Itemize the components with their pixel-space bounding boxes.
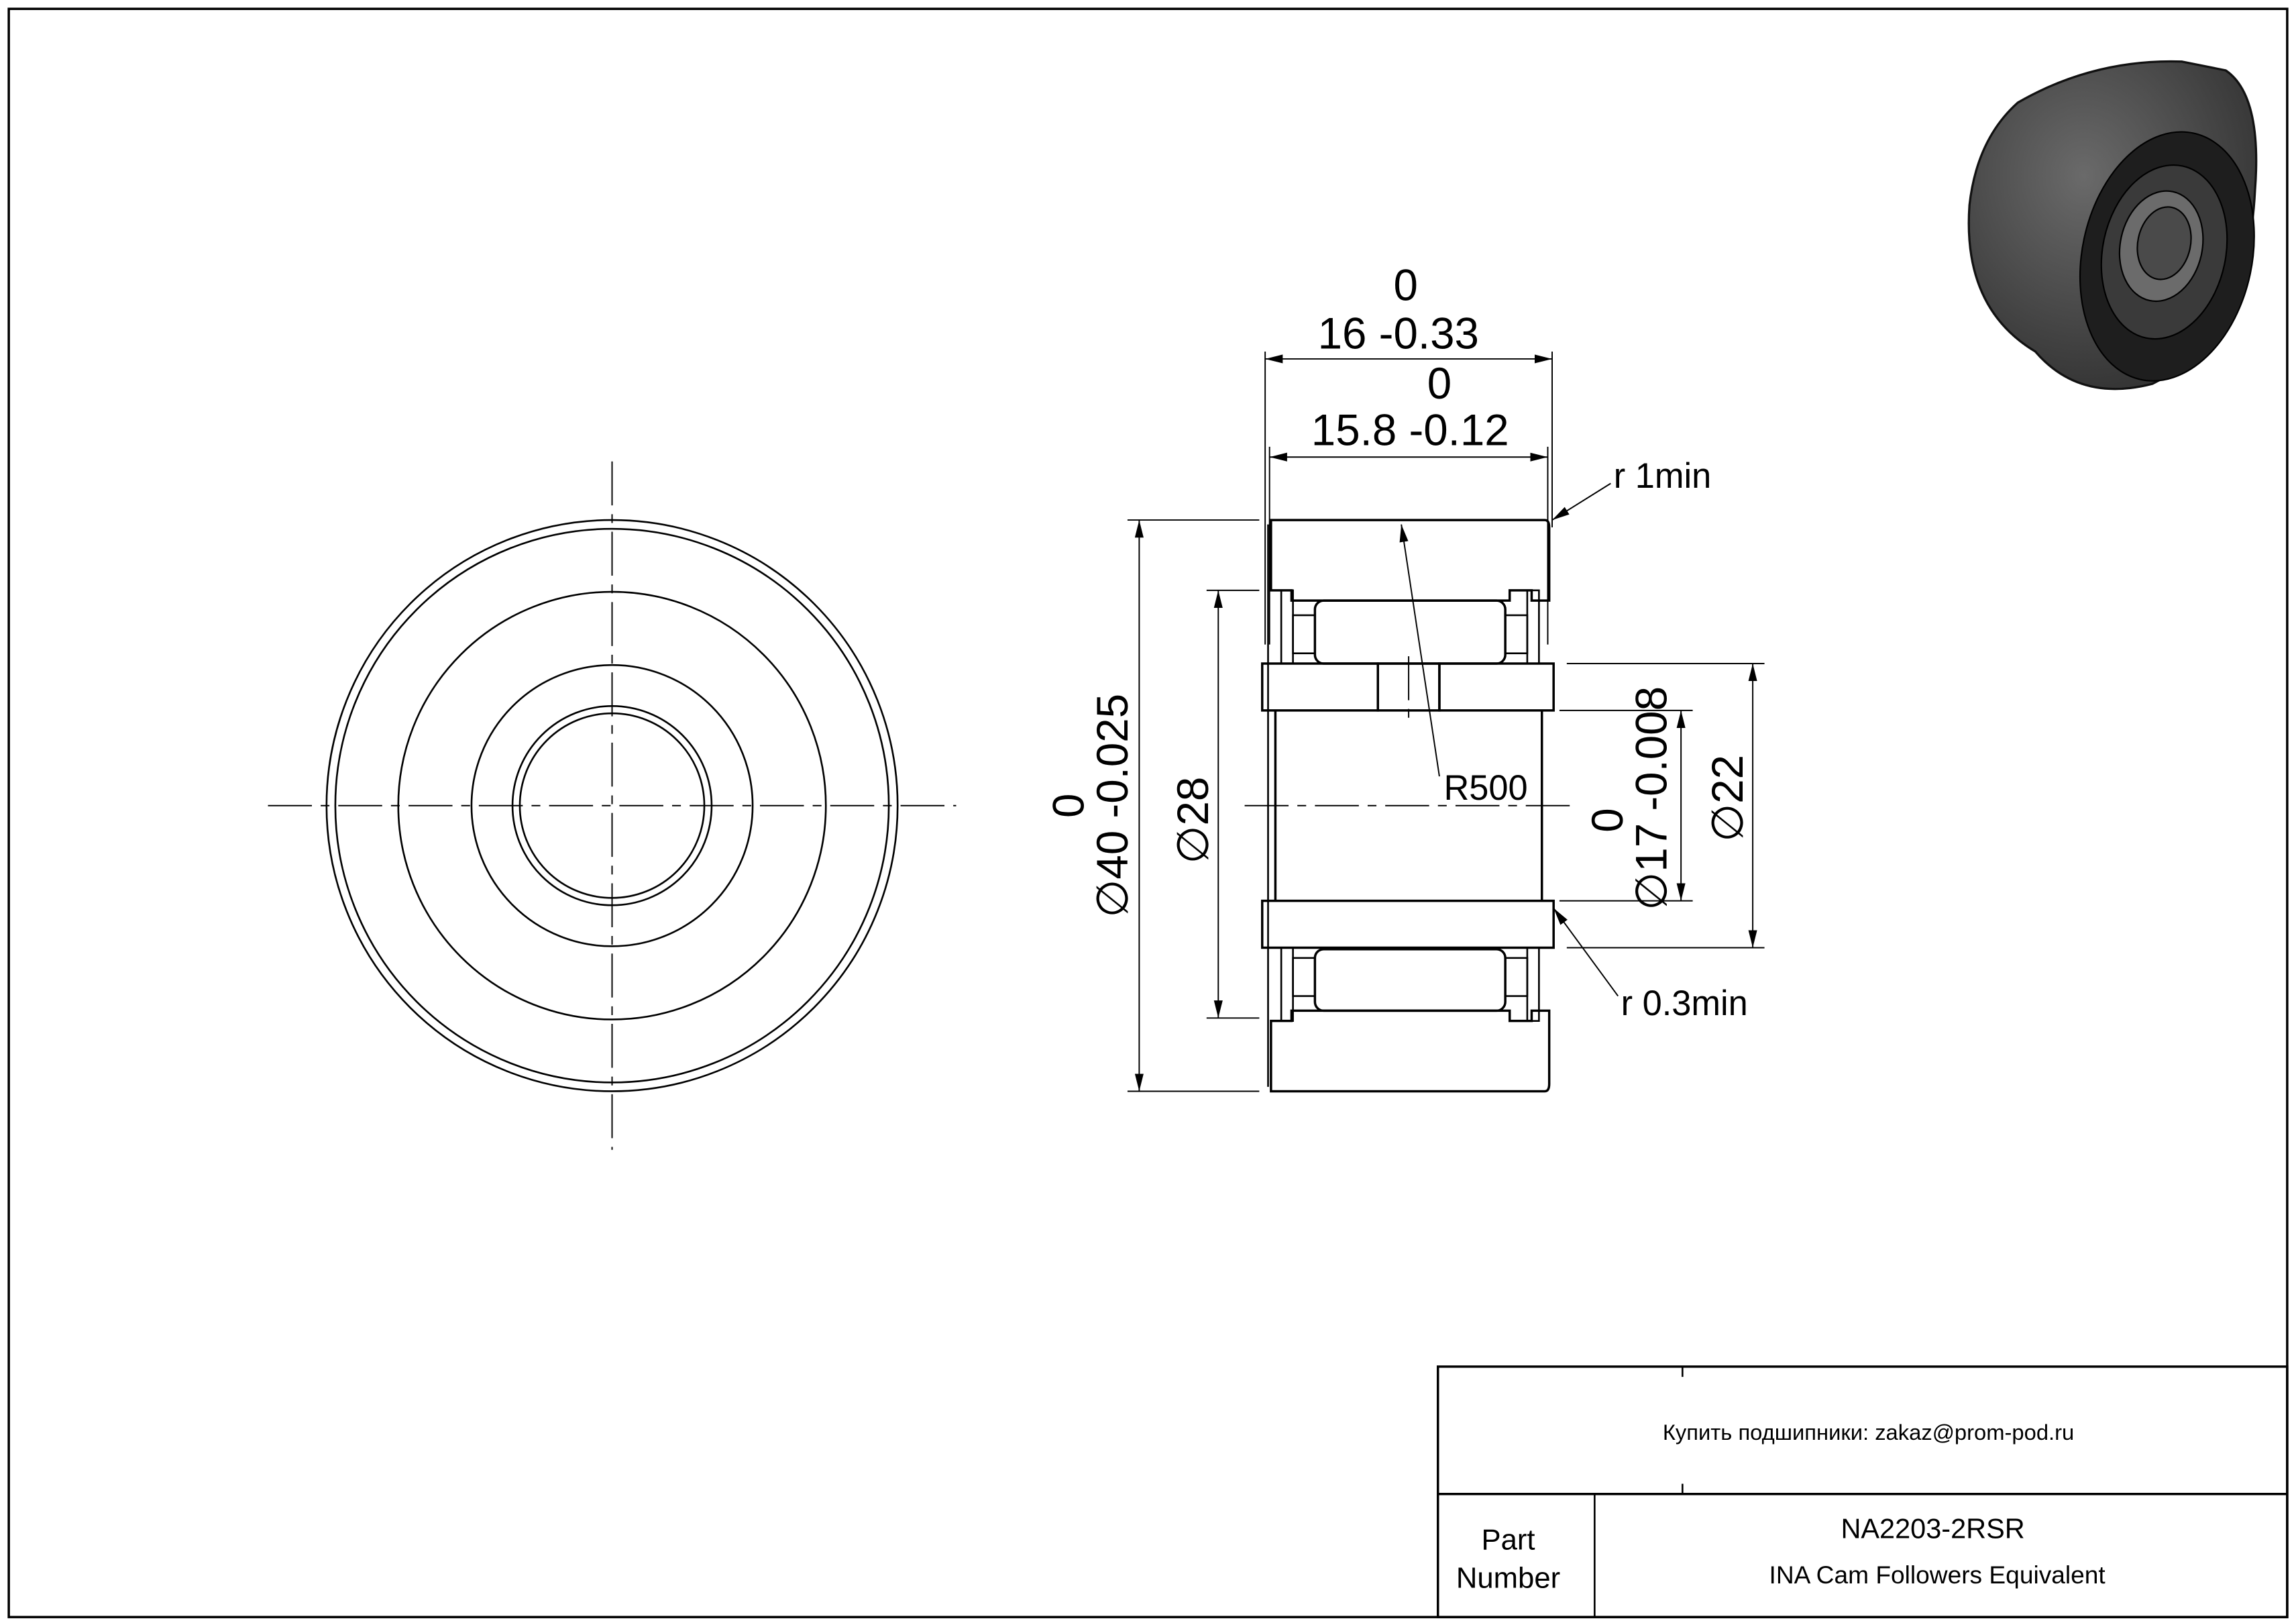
inner-ring-diameter-label: ∅22 [1703,755,1752,842]
width-total-upper: 0 [1394,261,1418,310]
number-label: Number [1456,1562,1560,1595]
section-view [1244,519,1574,1093]
crown-radius-label: R500 [1443,769,1527,808]
part-label: Part [1481,1524,1535,1557]
contact-text: Купить подшипники: zakaz@prom-pod.ru [1663,1420,2074,1445]
raceway-diameter-label: ∅28 [1168,777,1217,864]
dimension-labels: 0 16 -0.33 0 15.8 -0.12 ∅40 -0.025 0 ∅28… [1044,261,1751,1023]
chamfer-outer-label: r 1min [1614,457,1712,496]
bore-diameter-label: ∅17 -0.008 [1627,686,1676,910]
dimension-lines [1127,352,1765,1092]
width-inner-upper: 0 [1427,359,1452,408]
title-block: Купить подшипники: zakaz@prom-pod.ru Par… [1436,1365,2289,1618]
part-number: NA2203-2RSR [1841,1512,2024,1544]
outer-diameter-upper: 0 [1044,794,1093,818]
width-inner-label: 15.8 -0.12 [1311,406,1509,455]
width-total-label: 16 -0.33 [1318,309,1479,358]
bearing-3d-render [1967,60,2258,390]
bore-diameter-upper: 0 [1583,808,1632,832]
chamfer-inner-label: r 0.3min [1621,984,1748,1023]
drawing-border [7,7,2289,1618]
part-description: INA Cam Followers Equivalent [1769,1561,2106,1589]
front-view [268,461,956,1150]
outer-diameter-label: ∅40 -0.025 [1088,694,1137,918]
